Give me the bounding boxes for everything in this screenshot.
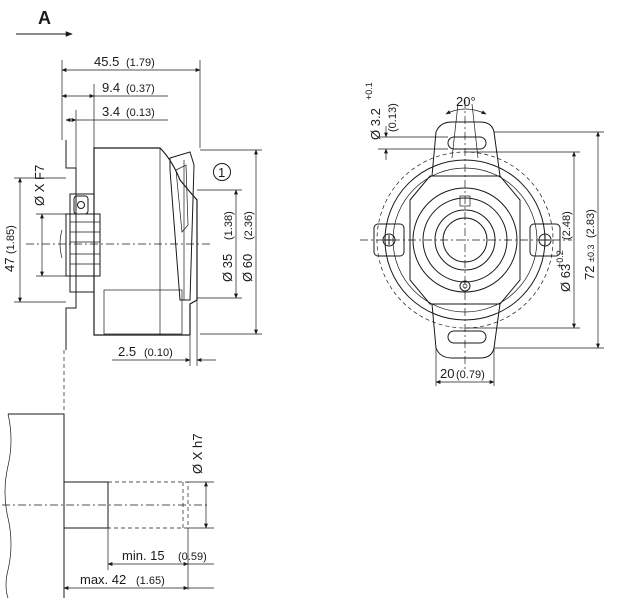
dim-shaft-h7: Ø X h7 (190, 434, 205, 474)
dim-3-4: 3.4 (102, 104, 120, 119)
callout-number: 1 (218, 165, 225, 180)
dim-45-5-in: (1.79) (126, 57, 155, 69)
dim-35-in: (1.38) (223, 211, 235, 240)
dim-3-2-tol: +0.1 (364, 82, 374, 100)
dim-3-2: Ø 3.2 (368, 108, 383, 140)
dim-3-4-in: (0.13) (126, 107, 155, 119)
side-view: 45.5 (1.79) 9.4 (0.37) 3.4 (0.13) 47 (1.… (2, 54, 262, 366)
dim-45-5: 45.5 (94, 54, 119, 69)
dim-47: 47 (2, 258, 17, 272)
callout-circle (213, 163, 231, 181)
dim-60: Ø 60 (240, 254, 255, 282)
dim-max-42: max. 42 (80, 572, 126, 587)
dim-angle: 20° (456, 94, 476, 109)
dim-72-in: (2.83) (585, 209, 597, 238)
dim-2-5-in: (0.10) (144, 347, 173, 359)
dim-72: 72 (582, 266, 597, 280)
dim-min-15-in: (0.59) (178, 551, 207, 563)
dim-63-tol: +0.2 (555, 250, 565, 268)
dim-9-4-in: (0.37) (126, 83, 155, 95)
front-view: 20° Ø 3.2 +0.1 (0.13) Ø 63 +0.2 (2.48) 7… (360, 82, 604, 386)
dim-max-42-in: (1.65) (136, 575, 165, 587)
dim-min-15: min. 15 (122, 548, 165, 563)
dim-20: 20 (440, 366, 454, 381)
view-label: A (38, 8, 51, 28)
dim-47-in: (1.85) (5, 225, 17, 254)
dim-60-in: (2.36) (243, 211, 255, 240)
dim-9-4: 9.4 (102, 80, 120, 95)
dim-63-in: (2.48) (561, 211, 573, 240)
dim-20-in: (0.79) (456, 369, 485, 381)
dim-bore-f7: Ø X F7 (32, 165, 47, 206)
shaft-detail: Ø X h7 min. 15 (0.59) max. 42 (1.65) (2, 413, 214, 599)
dim-2-5: 2.5 (118, 344, 136, 359)
dim-63: Ø 63 (558, 264, 573, 292)
dim-3-2-in: (0.13) (387, 103, 399, 132)
dim-72-tol: ±0.3 (586, 245, 596, 262)
dim-35: Ø 35 (220, 254, 235, 282)
